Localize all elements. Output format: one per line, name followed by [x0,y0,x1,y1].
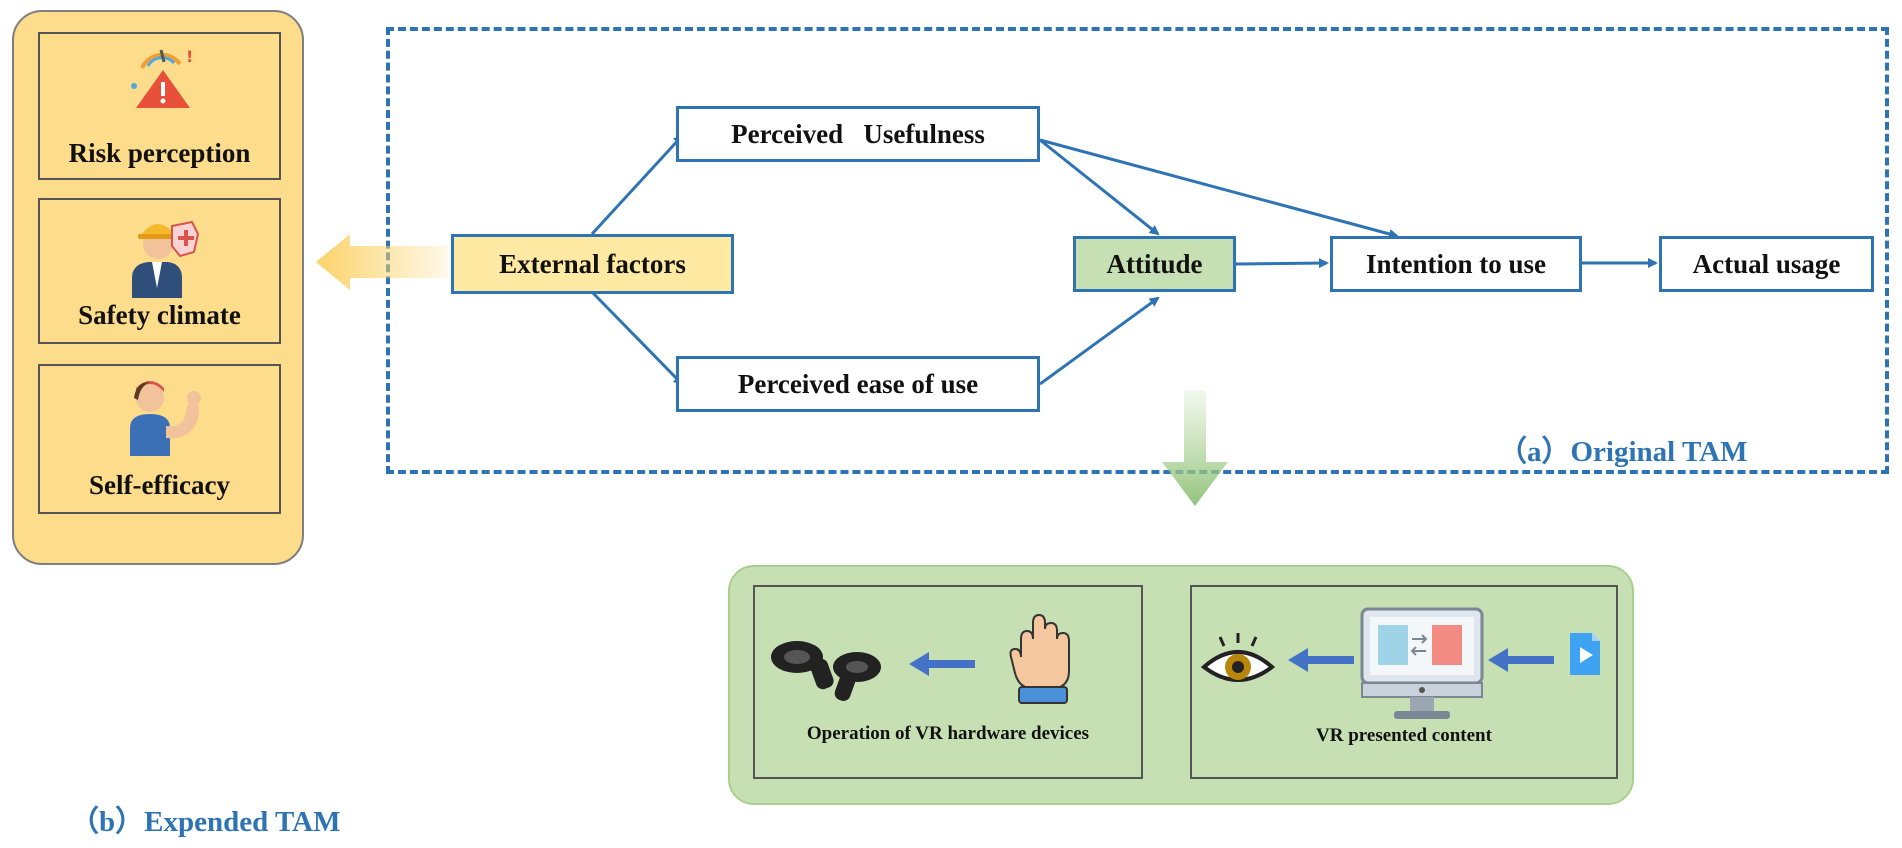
strong-arm-icon [130,381,201,456]
node-intention-to-use: Intention to use [1330,236,1582,292]
external-factors-panel: ! Risk perception Safety climate Self-ef… [12,10,304,565]
factor-label: Risk perception [68,138,251,168]
presented-content-box: VR presented content [1190,585,1618,779]
node-external-factors: External factors [451,234,734,294]
to-factors-arrow [316,234,448,290]
arrow-left-icon [1288,648,1354,672]
node-actual-usage: Actual usage [1659,236,1874,292]
arrow-left-icon [909,652,975,676]
factor-safety-climate: Safety climate [38,198,281,344]
node-perceived-usefulness: Perceived Usefulness [676,106,1040,162]
factor-label: Self-efficacy [89,470,230,500]
caption-original-tam: （a）Original TAM [1498,436,1748,468]
eye-icon [1200,633,1276,682]
content-label: VR presented content [1316,725,1492,746]
to-extended-arrow [1162,390,1228,506]
arrow-left-icon [1488,648,1554,672]
vr-controllers-icon [771,641,881,701]
node-attitude: Attitude [1073,236,1236,292]
worker-icon [132,220,200,298]
node-perceived-ease-of-use: Perceived ease of use [676,356,1040,412]
svg-text:!: ! [186,47,193,66]
factor-risk-perception: ! Risk perception [38,32,281,180]
caption-expended-tam: （b）Expended TAM [70,806,341,838]
factor-self-efficacy: Self-efficacy [38,364,281,514]
extended-tam-panel: Operation of VR hardware devices [728,565,1634,805]
warning-icon: ! [131,47,193,108]
video-file-icon [1570,633,1600,675]
hardware-operation-box: Operation of VR hardware devices [753,585,1143,779]
monitor-icon [1360,607,1484,719]
hand-icon [1009,613,1070,704]
hardware-label: Operation of VR hardware devices [806,723,1090,744]
factor-label: Safety climate [78,300,241,330]
